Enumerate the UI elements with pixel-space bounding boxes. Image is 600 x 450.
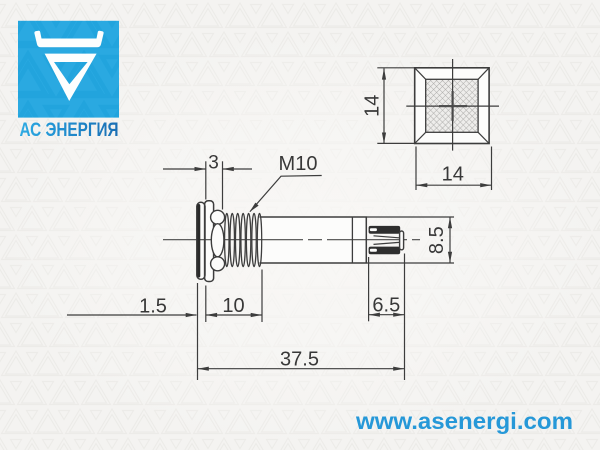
- svg-text:www.asenergi.com: www.asenergi.com: [355, 408, 573, 434]
- svg-text:8.5: 8.5: [426, 226, 448, 254]
- svg-text:M10: M10: [279, 153, 318, 175]
- svg-text:37.5: 37.5: [280, 349, 319, 371]
- svg-text:10: 10: [222, 295, 244, 317]
- svg-text:3: 3: [208, 152, 219, 173]
- svg-text:АС ЭНЕРГИЯ: АС ЭНЕРГИЯ: [20, 120, 119, 141]
- svg-text:14: 14: [442, 164, 464, 186]
- svg-text:6.5: 6.5: [372, 295, 400, 317]
- svg-text:14: 14: [361, 95, 383, 117]
- svg-text:1.5: 1.5: [139, 295, 167, 317]
